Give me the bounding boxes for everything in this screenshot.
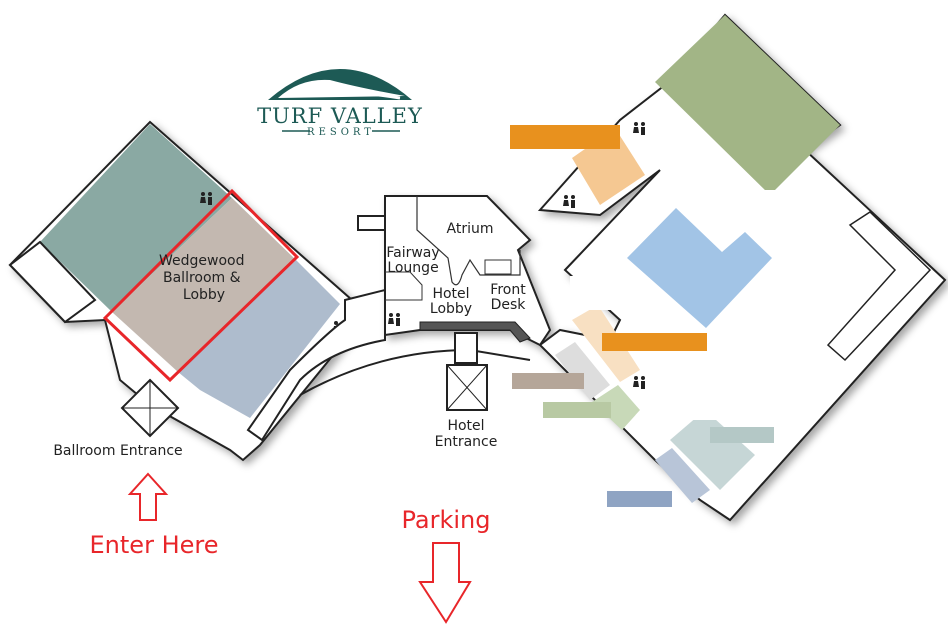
- taupe-marker: [512, 373, 584, 389]
- teal-room[interactable]: [670, 410, 755, 490]
- ballroom-entrance-label: Ballroom Entrance: [53, 443, 182, 459]
- down-arrow-icon: [418, 542, 472, 624]
- enter-here-label: Enter Here: [90, 531, 219, 559]
- blue-room[interactable]: [655, 448, 710, 503]
- green-marker: [543, 402, 611, 418]
- atrium-label: Atrium: [447, 221, 494, 237]
- central-building: [384, 195, 552, 347]
- ballroom-wing: [8, 120, 362, 462]
- logo-name: TURF VALLEY: [257, 104, 423, 128]
- vestibule: [357, 215, 386, 231]
- ballroom-section-teal[interactable]: [40, 124, 232, 312]
- orange-marker: [602, 333, 707, 351]
- ballroom-entrance-canopy: [120, 378, 180, 438]
- wedgewood-highlight: [102, 188, 300, 383]
- parking-label: Parking: [402, 506, 491, 534]
- green-room[interactable]: [592, 385, 640, 430]
- gray-room[interactable]: [555, 342, 610, 400]
- wedgewood-label: Wedgewood Ballroom & Lobby: [159, 253, 249, 303]
- pool[interactable]: [627, 208, 772, 328]
- wedgewood-ballroom[interactable]: [112, 198, 296, 372]
- up-arrow-icon: [127, 472, 169, 521]
- teal-marker: [710, 427, 774, 443]
- orange-marker: [510, 125, 620, 149]
- turf-valley-logo: TURF VALLEY RESORT: [257, 69, 423, 138]
- corridor: [246, 288, 386, 442]
- ballroom-section-blue[interactable]: [178, 260, 340, 418]
- hotel-entrance-canopy: [446, 332, 488, 411]
- green-building[interactable]: [655, 15, 840, 195]
- logo-subtitle: RESORT: [307, 127, 375, 138]
- blue-marker: [607, 491, 672, 507]
